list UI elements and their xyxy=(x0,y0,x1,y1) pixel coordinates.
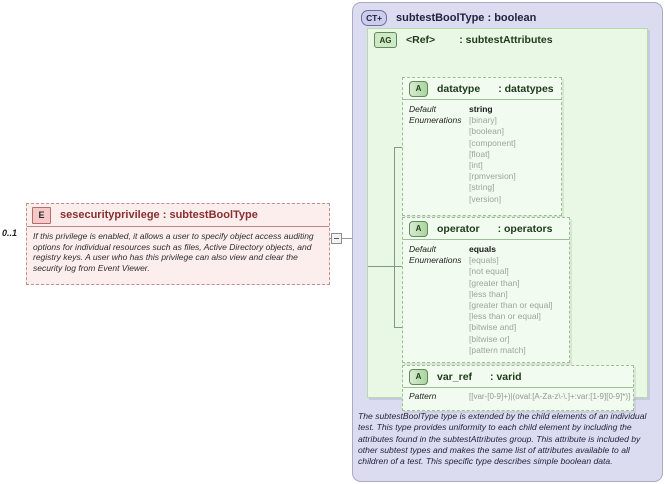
enum-item: [equals] xyxy=(469,255,499,266)
element-title: sesecurityprivilege : subtestBoolType xyxy=(60,209,258,221)
attribute-badge-icon: A xyxy=(409,220,428,237)
tree-branch-datatype xyxy=(394,147,408,148)
enum-item: [less than] xyxy=(469,288,508,299)
enum-item: [bitwise and] xyxy=(469,322,517,333)
tree-line-in xyxy=(368,266,395,267)
facet-pattern-value: [[var-[0-9]+)|(oval:[A-Za-z\-\.]+:var:[1… xyxy=(469,392,631,401)
facet-label-enumerations: Enumerations xyxy=(409,255,462,266)
element-header: E sesecurityprivilege : subtestBoolType xyxy=(27,204,329,227)
attribute-datatype-type: : datatypes xyxy=(498,83,553,95)
enum-item: [pattern match] xyxy=(469,344,526,355)
attribute-operator-name: operator xyxy=(437,222,480,235)
enum-item: [boolean] xyxy=(469,126,504,137)
complextype-panel: CT+ subtestBoolType : boolean AG <Ref> :… xyxy=(352,2,663,482)
facet-label-enumerations: Enumerations xyxy=(409,115,462,126)
facet-value-column: string [binary] [boolean] [component] [f… xyxy=(469,104,561,205)
complextype-separator: : xyxy=(484,11,495,24)
attribute-varref-type-text: varid xyxy=(496,370,522,383)
element-box-sesecurityprivilege[interactable]: E sesecurityprivilege : subtestBoolType … xyxy=(26,203,330,285)
attribute-group-subtestattributes[interactable]: AG <Ref> : subtestAttributes A datatype … xyxy=(367,28,648,411)
element-documentation: If this privilege is enabled, it allows … xyxy=(33,231,314,273)
element-badge-icon: E xyxy=(32,206,51,224)
attribute-operator-separator: : xyxy=(497,222,505,235)
attribute-group-badge-icon: AG xyxy=(374,32,397,48)
attribute-datatype-type-text: datatypes xyxy=(504,82,554,95)
facet-label-column: Pattern xyxy=(403,391,469,402)
enum-item: [greater than or equal] xyxy=(469,300,553,311)
facet-default-value: string xyxy=(469,104,493,114)
enum-item: [version] xyxy=(469,193,502,204)
attribute-operator-type-text: operators xyxy=(504,222,553,235)
element-type-text: subtestBoolType xyxy=(169,209,258,221)
element-separator: : xyxy=(159,209,170,221)
attribute-varref-type: : varid xyxy=(490,371,522,383)
complextype-documentation: The subtestBoolType type is extended by … xyxy=(358,411,647,467)
tree-branch-operator xyxy=(394,266,408,267)
enum-item: [float] xyxy=(469,148,490,159)
facet-value-column: equals [equals] [not equal] [greater tha… xyxy=(469,244,569,356)
attribute-varref-header: A var_ref : varid xyxy=(403,366,633,388)
complextype-header: CT+ subtestBoolType : boolean xyxy=(353,3,662,29)
complextype-badge-icon[interactable]: CT+ xyxy=(361,9,387,26)
attribute-varref-facets: Pattern [[var-[0-9]+)|(oval:[A-Za-z\-\.]… xyxy=(403,388,633,402)
facet-label-default: Default xyxy=(409,104,436,114)
complextype-type-text: boolean xyxy=(494,11,537,24)
attribute-varref-separator: : xyxy=(490,370,497,383)
complextype-title: subtestBoolType : boolean xyxy=(396,12,536,24)
attribute-datatype-name: datatype xyxy=(437,82,481,95)
collapse-toggle-icon[interactable] xyxy=(331,233,342,244)
attribute-varref-name: var_ref xyxy=(437,370,473,383)
cardinality-label: 0..1 xyxy=(2,228,18,238)
attribute-group-separator: : xyxy=(459,34,466,46)
attribute-datatype-separator: : xyxy=(498,82,505,95)
attribute-datatype-header: A datatype : datatypes xyxy=(403,78,561,100)
attribute-group-ref-label: <Ref> xyxy=(406,34,436,46)
facet-label-column: Default Enumerations xyxy=(403,104,469,205)
complextype-name-text: subtestBoolType xyxy=(396,11,485,24)
enum-item: [component] xyxy=(469,137,516,148)
attribute-group-header: AG <Ref> : subtestAttributes xyxy=(368,29,647,51)
facet-label-pattern: Pattern xyxy=(409,391,437,401)
enum-item: [less than or equal] xyxy=(469,311,541,322)
enum-item: [rpmversion] xyxy=(469,171,516,182)
attribute-operator-type: : operators xyxy=(498,223,553,235)
enum-item: [bitwise or] xyxy=(469,333,510,344)
enum-item: [string] xyxy=(469,182,495,193)
attribute-badge-icon: A xyxy=(409,368,428,385)
tree-branch-varref xyxy=(394,327,408,328)
enum-item: [binary] xyxy=(469,115,497,126)
attribute-group-name-text: subtestAttributes xyxy=(465,34,553,46)
facet-default-value: equals xyxy=(469,244,496,254)
attribute-datatype-facets: Default Enumerations string [binary] [bo… xyxy=(403,100,561,205)
enum-item: [not equal] xyxy=(469,266,509,277)
attribute-box-varref[interactable]: A var_ref : varid Pattern [[var-[0-9]+)|… xyxy=(402,365,634,411)
attribute-box-datatype[interactable]: A datatype : datatypes Default Enumerati… xyxy=(402,77,562,216)
enum-item: [int] xyxy=(469,160,483,171)
facet-label-default: Default xyxy=(409,244,436,254)
attribute-group-name: : subtestAttributes xyxy=(459,34,552,46)
facet-label-column: Default Enumerations xyxy=(403,244,469,356)
enum-item: [greater than] xyxy=(469,277,520,288)
attribute-badge-icon: A xyxy=(409,80,428,97)
tree-line-trunk xyxy=(394,147,395,327)
facet-value-column: [[var-[0-9]+)|(oval:[A-Za-z\-\.]+:var:[1… xyxy=(469,391,633,402)
element-name-text: sesecurityprivilege xyxy=(60,209,160,221)
attribute-operator-header: A operator : operators xyxy=(403,218,569,240)
attribute-box-operator[interactable]: A operator : operators Default Enumerati… xyxy=(402,217,570,363)
attribute-operator-facets: Default Enumerations equals [equals] [no… xyxy=(403,240,569,356)
